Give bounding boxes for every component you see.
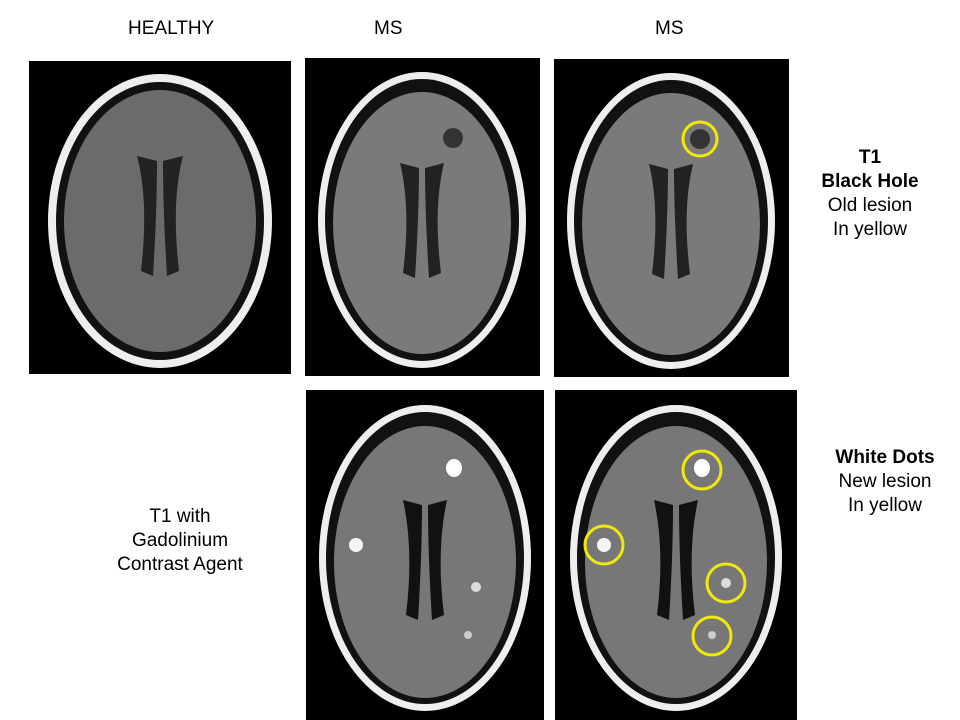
row1-label-line4: In yellow xyxy=(833,219,907,240)
row1-label-line3: Old lesion xyxy=(827,195,913,216)
black-hole-lesion xyxy=(443,128,463,148)
header-ms-2: MS xyxy=(655,18,684,39)
mri-ms-t1-annotated xyxy=(554,59,789,377)
header-healthy: HEALTHY xyxy=(128,18,215,39)
row1-label: T1 Black Hole Old lesion In yellow xyxy=(810,146,930,242)
row2-label-line3: In yellow xyxy=(848,495,922,516)
row1-label-line2: Black Hole xyxy=(821,171,919,192)
contrast-label-line2: Gadolinium xyxy=(131,530,229,551)
header-ms-1: MS xyxy=(374,18,403,39)
row2-label: White Dots New lesion In yellow xyxy=(820,446,950,518)
mri-healthy xyxy=(29,61,291,374)
row1-label-line1: T1 xyxy=(858,147,882,168)
row2-label-line2: New lesion xyxy=(838,471,932,492)
contrast-label-line3: Contrast Agent xyxy=(117,554,243,575)
row2-label-line1: White Dots xyxy=(835,447,935,468)
contrast-label-line1: T1 with xyxy=(149,506,211,527)
contrast-label: T1 with Gadolinium Contrast Agent xyxy=(100,505,260,577)
mri-ms-gadolinium-annotated xyxy=(555,390,797,720)
mri-ms-gadolinium xyxy=(306,390,544,720)
highlight-circle xyxy=(681,120,719,158)
mri-ms-t1 xyxy=(305,58,540,376)
